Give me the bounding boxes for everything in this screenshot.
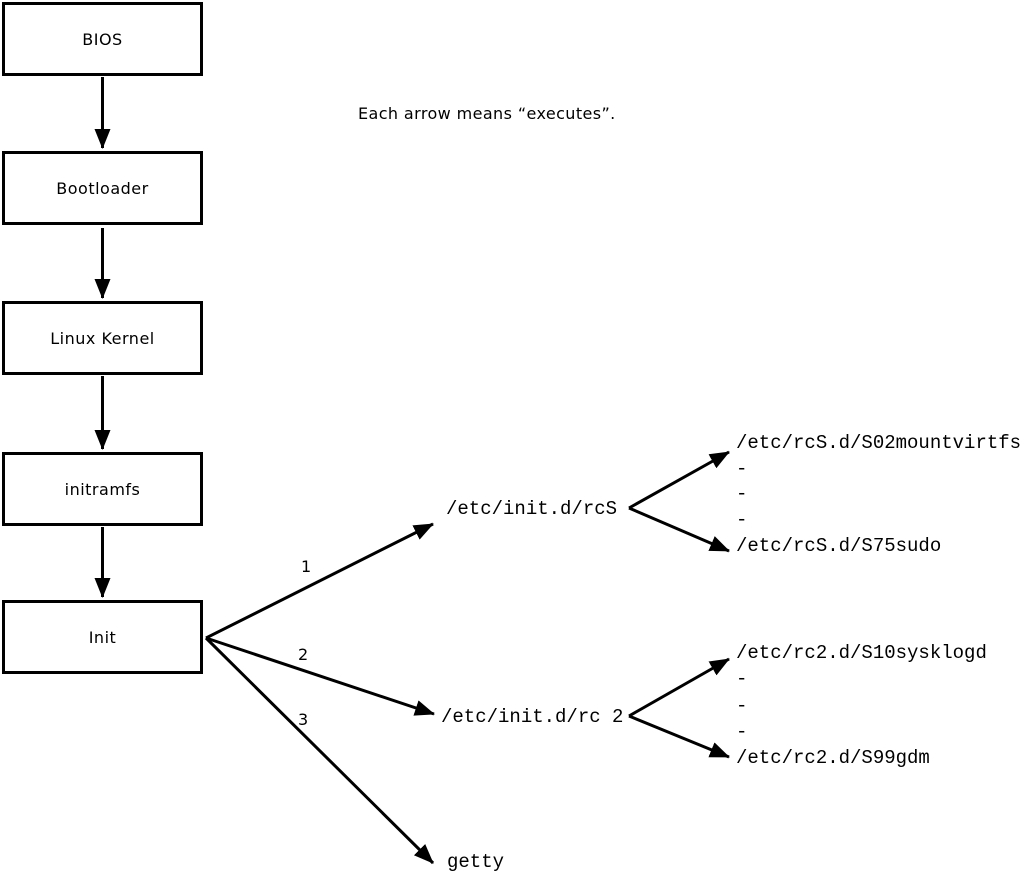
arrow-rcs-first [628, 450, 730, 510]
rc2-fan-arrows [628, 657, 730, 759]
rc2-child-item: /etc/rc2.d/S10sysklogd [736, 642, 987, 664]
arrow-init-getty [204, 636, 435, 865]
box-initramfs: initramfs [2, 452, 203, 526]
rc2-child-item: - [736, 720, 748, 743]
box-linux-kernel: Linux Kernel [2, 301, 203, 375]
box-initramfs-label: initramfs [64, 479, 141, 499]
rc2-children-list: /etc/rc2.d/S10sysklogd - - - /etc/rc2.d/… [736, 640, 987, 771]
branch-number-1: 1 [301, 557, 312, 576]
rcs-child-item: /etc/rcS.d/S02mountvirtfs [736, 432, 1022, 454]
rc2-child-item: - [736, 668, 748, 691]
branch-number-2: 2 [298, 645, 309, 664]
arrow-rcs-last [628, 506, 730, 553]
box-bootloader-label: Bootloader [56, 178, 149, 198]
arrow-init-rc2 [205, 636, 435, 716]
target-rcs-label: /etc/init.d/rcS [446, 498, 618, 520]
box-bios-label: BIOS [82, 29, 123, 49]
box-init-label: Init [88, 627, 117, 647]
arrow-init-rcs [205, 522, 434, 640]
box-bootloader: Bootloader [2, 151, 203, 225]
rcs-child-item: /etc/rcS.d/S75sudo [736, 534, 942, 557]
rcs-child-item: - [736, 509, 748, 532]
branch-number-3: 3 [298, 710, 309, 729]
target-rc2-label: /etc/init.d/rc 2 [441, 706, 624, 728]
box-linux-kernel-label: Linux Kernel [50, 328, 155, 348]
arrow-rc2-last [628, 714, 730, 759]
rc2-child-item: /etc/rc2.d/S99gdm [736, 747, 930, 770]
box-init: Init [2, 600, 203, 674]
legend-note: Each arrow means “executes”. [358, 104, 616, 123]
rc2-child-item: - [736, 694, 748, 717]
target-getty-label: getty [447, 851, 505, 873]
rcs-child-item: - [736, 457, 748, 480]
rcs-fan-arrows [628, 450, 730, 553]
rcs-children-list: /etc/rcS.d/S02mountvirtfs - - - /etc/rcS… [736, 431, 1021, 559]
init-fan-arrows [204, 522, 435, 865]
box-bios: BIOS [2, 2, 203, 76]
arrow-rc2-first [628, 657, 730, 718]
rcs-child-item: - [736, 483, 748, 506]
